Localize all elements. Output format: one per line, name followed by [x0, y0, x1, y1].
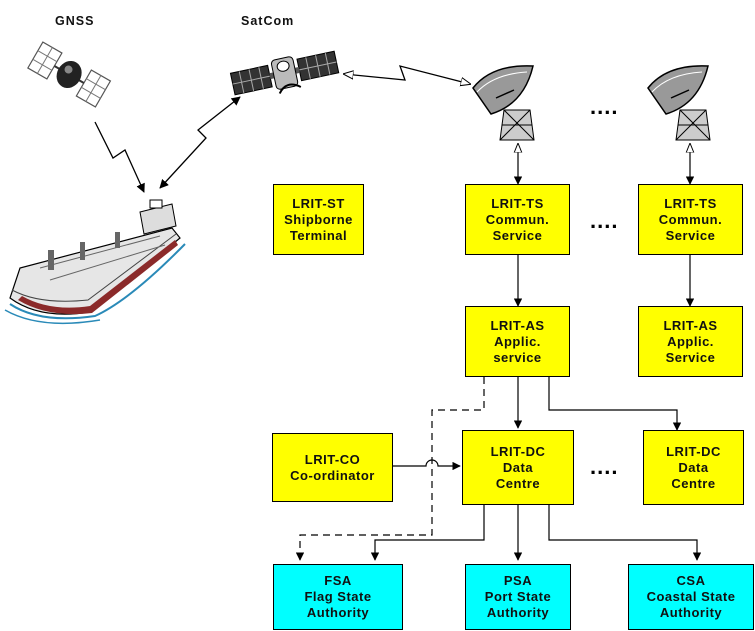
link-dc1-csa — [549, 505, 697, 560]
box-subtitle: Data — [678, 460, 708, 476]
link-co-dc1 — [393, 460, 460, 466]
ground-antenna-icon-1 — [473, 66, 534, 140]
box-subtitle-2: Authority — [487, 605, 549, 621]
box-subtitle: Commun. — [659, 212, 722, 228]
gnss-label: GNSS — [55, 14, 94, 28]
box-title: LRIT-ST — [292, 196, 345, 212]
box-title: LRIT-TS — [664, 196, 717, 212]
box-subtitle-2: Service — [666, 350, 716, 366]
box-subtitle: Applic. — [494, 334, 541, 350]
gnss-satellite-icon — [28, 42, 111, 107]
box-subtitle: Applic. — [667, 334, 714, 350]
box-subtitle: Commun. — [486, 212, 549, 228]
satcom-satellite-icon — [230, 47, 341, 102]
satcom-label: SatCom — [241, 14, 294, 28]
psa-box: PSA Port State Authority — [465, 564, 571, 630]
box-subtitle: Shipborne — [284, 212, 353, 228]
box-subtitle-2: Service — [666, 228, 716, 244]
box-subtitle-2: Centre — [671, 476, 715, 492]
box-subtitle-2: Authority — [307, 605, 369, 621]
ellipsis-dc: .... — [590, 460, 618, 474]
link-dc1-fsa — [375, 505, 484, 560]
box-subtitle-2: Terminal — [290, 228, 347, 244]
link-as1-dc2 — [549, 377, 677, 430]
ellipsis-ts: .... — [590, 214, 618, 228]
lrit-dc-box-2: LRIT-DC Data Centre — [643, 430, 744, 505]
box-title: FSA — [324, 573, 352, 589]
lrit-ts-box-1: LRIT-TS Commun. Service — [465, 184, 570, 255]
box-subtitle: Port State — [485, 589, 551, 605]
box-title: LRIT-DC — [666, 444, 721, 460]
fsa-box: FSA Flag State Authority — [273, 564, 403, 630]
box-title: PSA — [504, 573, 532, 589]
box-title: LRIT-AS — [490, 318, 544, 334]
box-subtitle-2: Service — [493, 228, 543, 244]
ground-antenna-icon-2 — [648, 66, 710, 140]
lrit-dc-box-1: LRIT-DC Data Centre — [462, 430, 574, 505]
box-subtitle: Coastal State — [647, 589, 736, 605]
box-subtitle-2: service — [493, 350, 541, 366]
box-subtitle: Data — [503, 460, 533, 476]
box-title: LRIT-TS — [491, 196, 544, 212]
csa-box: CSA Coastal State Authority — [628, 564, 754, 630]
ellipsis-antennas: .... — [590, 100, 618, 114]
box-subtitle: Flag State — [304, 589, 371, 605]
ship-icon — [5, 200, 185, 323]
box-title: LRIT-CO — [305, 452, 361, 468]
lrit-as-box-1: LRIT-AS Applic. service — [465, 306, 570, 377]
lrit-as-box-2: LRIT-AS Applic. Service — [638, 306, 743, 377]
radio-link-gnss-ship — [95, 122, 144, 192]
radio-link-satcom-ship — [160, 97, 240, 188]
lrit-co-box: LRIT-CO Co-ordinator — [272, 433, 393, 502]
box-subtitle: Co-ordinator — [290, 468, 375, 484]
box-subtitle-2: Centre — [496, 476, 540, 492]
radio-link-satcom-antenna — [344, 66, 470, 84]
box-subtitle-2: Authority — [660, 605, 722, 621]
box-title: CSA — [677, 573, 706, 589]
lrit-ts-box-2: LRIT-TS Commun. Service — [638, 184, 743, 255]
box-title: LRIT-DC — [491, 444, 546, 460]
box-title: LRIT-AS — [663, 318, 717, 334]
lrit-st-box: LRIT-ST Shipborne Terminal — [273, 184, 364, 255]
